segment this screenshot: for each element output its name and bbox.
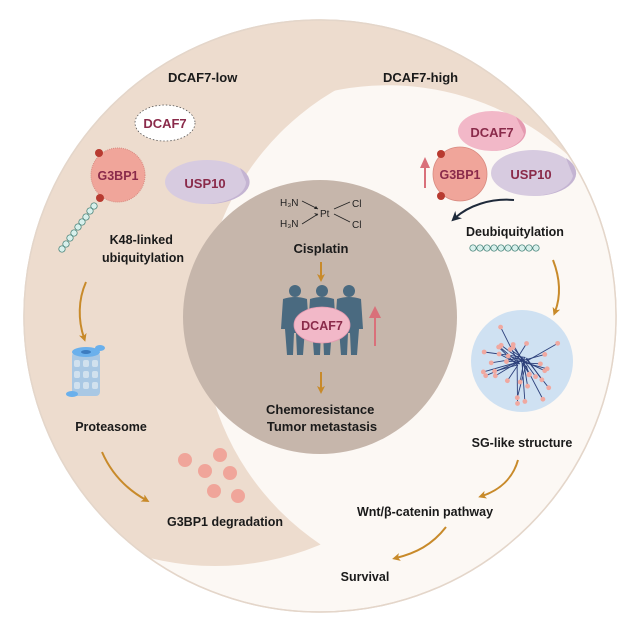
usp10-shadow bbox=[207, 168, 250, 205]
sg-link bbox=[507, 365, 519, 381]
chem-h3n-top: H₃N bbox=[280, 198, 299, 209]
sg-node bbox=[492, 368, 498, 374]
sg-node bbox=[542, 368, 548, 374]
dcaf7-low-heading: DCAF7-low bbox=[168, 70, 238, 85]
sg-node bbox=[540, 396, 546, 402]
sg-node bbox=[496, 351, 502, 357]
ubiquitin-site-icon bbox=[95, 149, 103, 157]
sg-node bbox=[522, 399, 528, 404]
center-panel: H₃N H₃N Pt Cl Cl Cisplatin DCA bbox=[266, 198, 381, 434]
sg-node bbox=[488, 360, 494, 366]
up-arrow-icon bbox=[369, 306, 381, 346]
sg-node bbox=[510, 342, 516, 347]
sg-node bbox=[507, 346, 513, 352]
sg-node bbox=[546, 385, 552, 391]
proteasome-icon bbox=[66, 345, 105, 397]
deubiquitylation-label: Deubiquitylation bbox=[466, 225, 564, 239]
sg-node bbox=[538, 361, 543, 367]
sg-node bbox=[542, 352, 548, 357]
sg-node bbox=[496, 344, 502, 350]
dcaf7-absent-protein bbox=[134, 104, 196, 142]
sg-node bbox=[524, 341, 529, 346]
arrow-to-survival bbox=[392, 526, 447, 561]
usp10-right-label: USP10 bbox=[510, 167, 551, 182]
arrow-to-degradation bbox=[101, 451, 150, 502]
sg-node bbox=[525, 383, 531, 389]
wnt-pathway-label: Wnt/β-catenin pathway bbox=[357, 505, 493, 519]
sg-node bbox=[517, 379, 523, 385]
sg-node bbox=[533, 374, 539, 380]
right-panel: DCAF7 G3BP1 USP10 Deubiquitylation SG-li… bbox=[341, 111, 577, 584]
cisplatin-structure: H₃N H₃N Pt Cl Cl bbox=[280, 198, 361, 231]
g3bp1-protein-left bbox=[90, 147, 146, 203]
sg-link bbox=[521, 358, 526, 402]
stress-granule-network-icon bbox=[471, 310, 573, 412]
survival-label: Survival bbox=[341, 570, 390, 584]
sg-node bbox=[492, 373, 498, 379]
sg-node bbox=[539, 377, 545, 383]
ubiquitin-site-icon bbox=[437, 150, 445, 158]
sg-node bbox=[504, 359, 509, 364]
sg-node bbox=[480, 369, 486, 375]
dcaf7-center-label: DCAF7 bbox=[301, 319, 343, 333]
sg-node bbox=[504, 378, 510, 384]
left-panel: DCAF7 G3BP1 USP10 K48-linked ubiquitylat… bbox=[58, 104, 283, 529]
ubiquitin-site-icon bbox=[96, 194, 104, 202]
chem-pt: Pt bbox=[320, 209, 330, 220]
sg-node bbox=[514, 395, 520, 401]
sg-link bbox=[518, 343, 527, 357]
g3bp1-degradation-label: G3BP1 degradation bbox=[167, 515, 283, 529]
usp10-shadow bbox=[533, 158, 577, 197]
sg-link bbox=[484, 351, 526, 358]
usp10-protein-right bbox=[491, 150, 575, 196]
sg-node bbox=[526, 371, 532, 377]
outcome-label: Chemoresistance Tumor metastasis bbox=[266, 402, 378, 434]
outer-circle-border bbox=[23, 19, 617, 613]
ubiquitin-site-icon bbox=[437, 192, 445, 200]
chem-h3n-bottom: H₃N bbox=[280, 219, 299, 230]
proteasome-label: Proteasome bbox=[75, 420, 147, 434]
degraded-g3bp1-fragments-icon bbox=[178, 448, 245, 503]
deubiquitylation-arrow bbox=[451, 198, 515, 222]
g3bp1-right-label: G3BP1 bbox=[440, 168, 481, 182]
ubiquitin-chain-icon bbox=[58, 202, 98, 253]
sg-node bbox=[555, 340, 561, 346]
sg-link bbox=[524, 342, 558, 363]
usp10-left-label: USP10 bbox=[184, 176, 225, 191]
sg-node bbox=[481, 349, 487, 355]
sg-like-structure-label: SG-like structure bbox=[472, 436, 573, 450]
sg-node bbox=[483, 373, 489, 379]
up-arrow-icon bbox=[420, 157, 430, 188]
sg-node bbox=[498, 324, 503, 330]
sg-link bbox=[498, 353, 519, 365]
dcaf7-low-label: DCAF7 bbox=[143, 116, 186, 131]
usp10-protein-left bbox=[165, 160, 249, 204]
top-tan-crescent bbox=[200, 20, 600, 190]
sg-link bbox=[483, 360, 523, 373]
sg-link bbox=[521, 358, 544, 400]
g3bp1-protein-right bbox=[432, 146, 488, 202]
dcaf7-center-protein bbox=[293, 306, 351, 344]
sg-link bbox=[500, 326, 520, 365]
arrow-to-proteasome bbox=[78, 281, 87, 342]
chem-cl-top: Cl bbox=[352, 199, 361, 210]
sg-link bbox=[519, 358, 545, 372]
chem-cl-bottom: Cl bbox=[352, 220, 361, 231]
arrow-to-wnt bbox=[478, 459, 519, 499]
dcaf7-high-heading: DCAF7-high bbox=[383, 70, 458, 85]
k48-ubiquitylation-label: K48-linked ubiquitylation bbox=[102, 233, 184, 265]
sg-link bbox=[524, 362, 541, 365]
sg-node bbox=[515, 401, 520, 406]
dcaf7-right-protein bbox=[458, 111, 526, 151]
dcaf7-right-label: DCAF7 bbox=[470, 125, 513, 140]
arrow-to-sg bbox=[552, 259, 561, 316]
g3bp1-left-label: G3BP1 bbox=[98, 169, 139, 183]
free-ubiquitin-icon bbox=[469, 244, 540, 252]
sg-node bbox=[505, 353, 511, 359]
cisplatin-label: Cisplatin bbox=[294, 241, 349, 256]
